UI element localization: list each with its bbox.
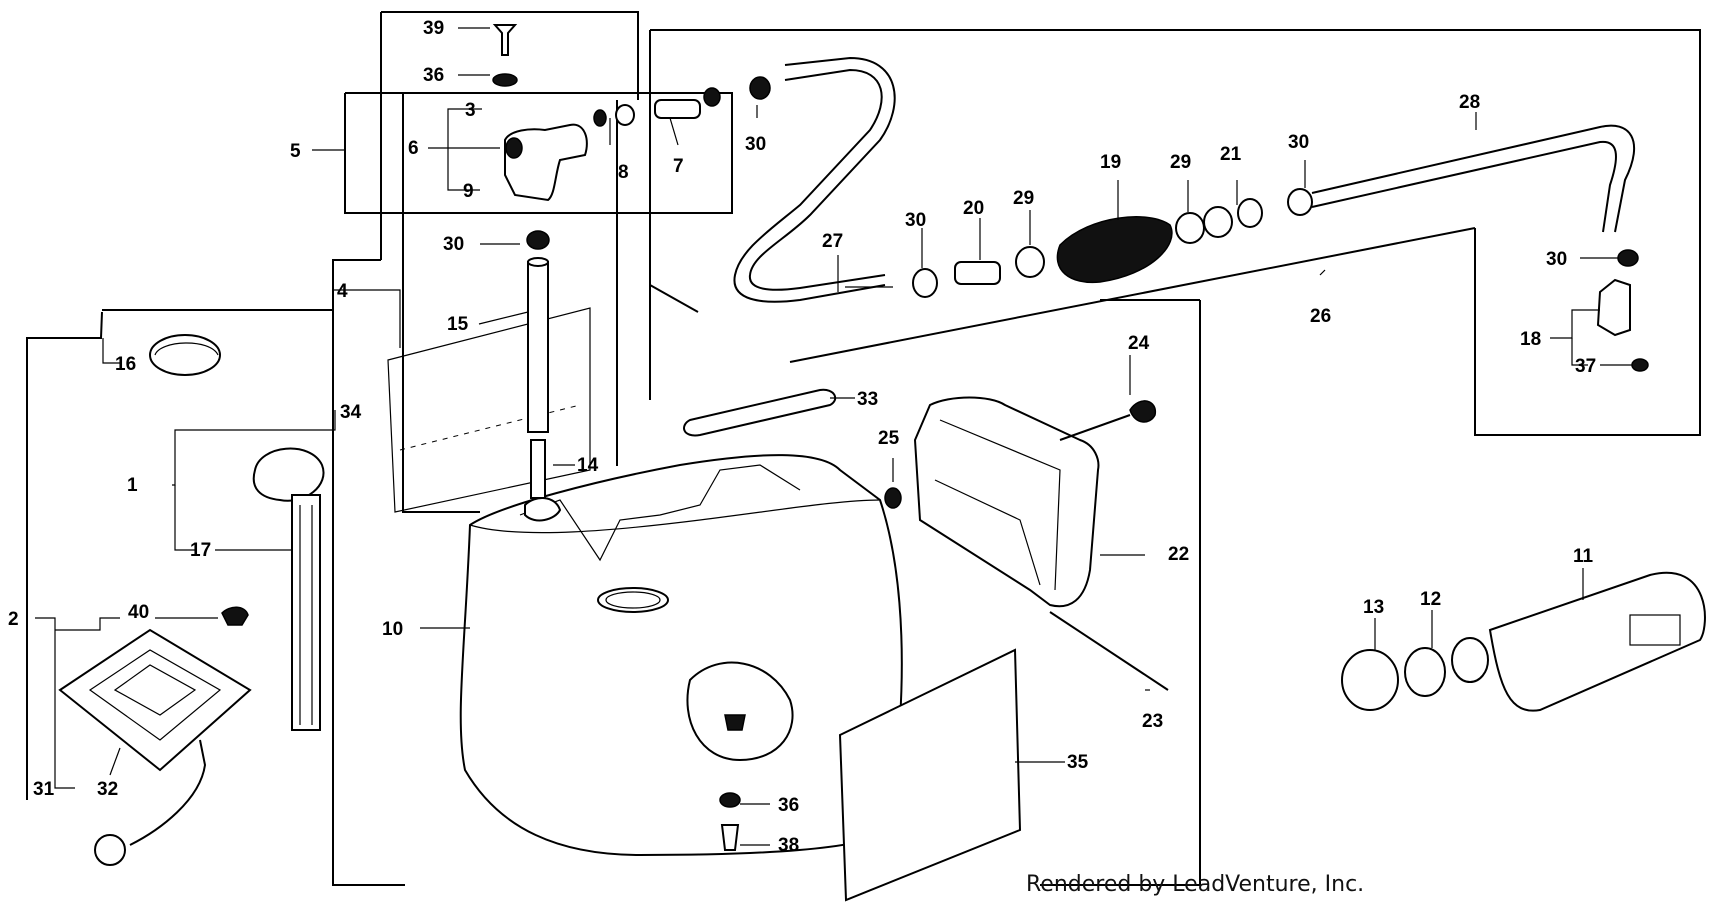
label-2: 2 (8, 609, 19, 630)
label-25: 25 (878, 428, 900, 449)
connector-18-part (1596, 249, 1649, 372)
label-26: 26 (1310, 306, 1331, 327)
label-17: 17 (190, 540, 211, 561)
label-27: 27 (822, 231, 843, 252)
label-40: 40 (128, 602, 149, 623)
label-21: 21 (1220, 144, 1242, 165)
label-32: 32 (97, 779, 118, 800)
label-14: 14 (577, 455, 599, 476)
fuel-tank-part (459, 454, 903, 857)
label-38: 38 (778, 835, 799, 856)
group-frames (26, 11, 1701, 886)
label-9: 9 (463, 181, 474, 202)
tank-cover-part (913, 396, 1100, 608)
label-8: 8 (618, 162, 629, 183)
label-30-b: 30 (443, 234, 464, 255)
fuel-cock-part (504, 87, 721, 202)
label-29-b: 29 (1170, 152, 1191, 173)
label-3: 3 (465, 100, 476, 121)
label-23: 23 (1142, 711, 1163, 732)
credit-text: Rendered by LeadVenture, Inc. (1026, 872, 1365, 897)
label-28: 28 (1459, 92, 1480, 113)
label-29-a: 29 (1013, 188, 1034, 209)
label-10: 10 (382, 619, 403, 640)
label-15: 15 (447, 314, 469, 335)
label-31: 31 (33, 779, 55, 800)
label-1: 1 (127, 475, 138, 496)
filter-part (1341, 571, 1706, 712)
label-39: 39 (423, 18, 444, 39)
label-16: 16 (115, 354, 136, 375)
label-36-bottom: 36 (778, 795, 799, 816)
label-37: 37 (1575, 356, 1596, 377)
gauge-part (149, 334, 325, 731)
pipe-15-part (526, 230, 550, 499)
primer-bulb-part (912, 188, 1313, 298)
label-13: 13 (1363, 597, 1384, 618)
label-24: 24 (1128, 333, 1150, 354)
small-parts (492, 24, 1169, 851)
plate-part (838, 648, 1022, 902)
label-30-d: 30 (1288, 132, 1309, 153)
label-5: 5 (290, 141, 301, 162)
label-36-top: 36 (423, 65, 444, 86)
leader-lines (35, 27, 1632, 846)
plate-34-part (387, 307, 591, 513)
label-35: 35 (1067, 752, 1089, 773)
label-20: 20 (963, 198, 984, 219)
label-30-c: 30 (905, 210, 926, 231)
label-33: 33 (857, 389, 878, 410)
label-22: 22 (1168, 544, 1189, 565)
label-6: 6 (408, 138, 419, 159)
label-11: 11 (1573, 546, 1594, 567)
label-12: 12 (1420, 589, 1441, 610)
label-18: 18 (1520, 329, 1541, 350)
label-34: 34 (340, 402, 362, 423)
label-30-e: 30 (1546, 249, 1567, 270)
label-7: 7 (673, 156, 684, 177)
hose-28-part (1311, 124, 1635, 233)
label-30-a: 30 (745, 134, 766, 155)
filler-cap-part (58, 606, 252, 866)
label-4: 4 (337, 281, 348, 302)
label-19: 19 (1100, 152, 1121, 173)
hose-27-part (733, 56, 896, 303)
callout-labels: 39 36 3 5 6 9 8 7 30 30 4 15 16 34 14 1 … (8, 18, 1596, 856)
